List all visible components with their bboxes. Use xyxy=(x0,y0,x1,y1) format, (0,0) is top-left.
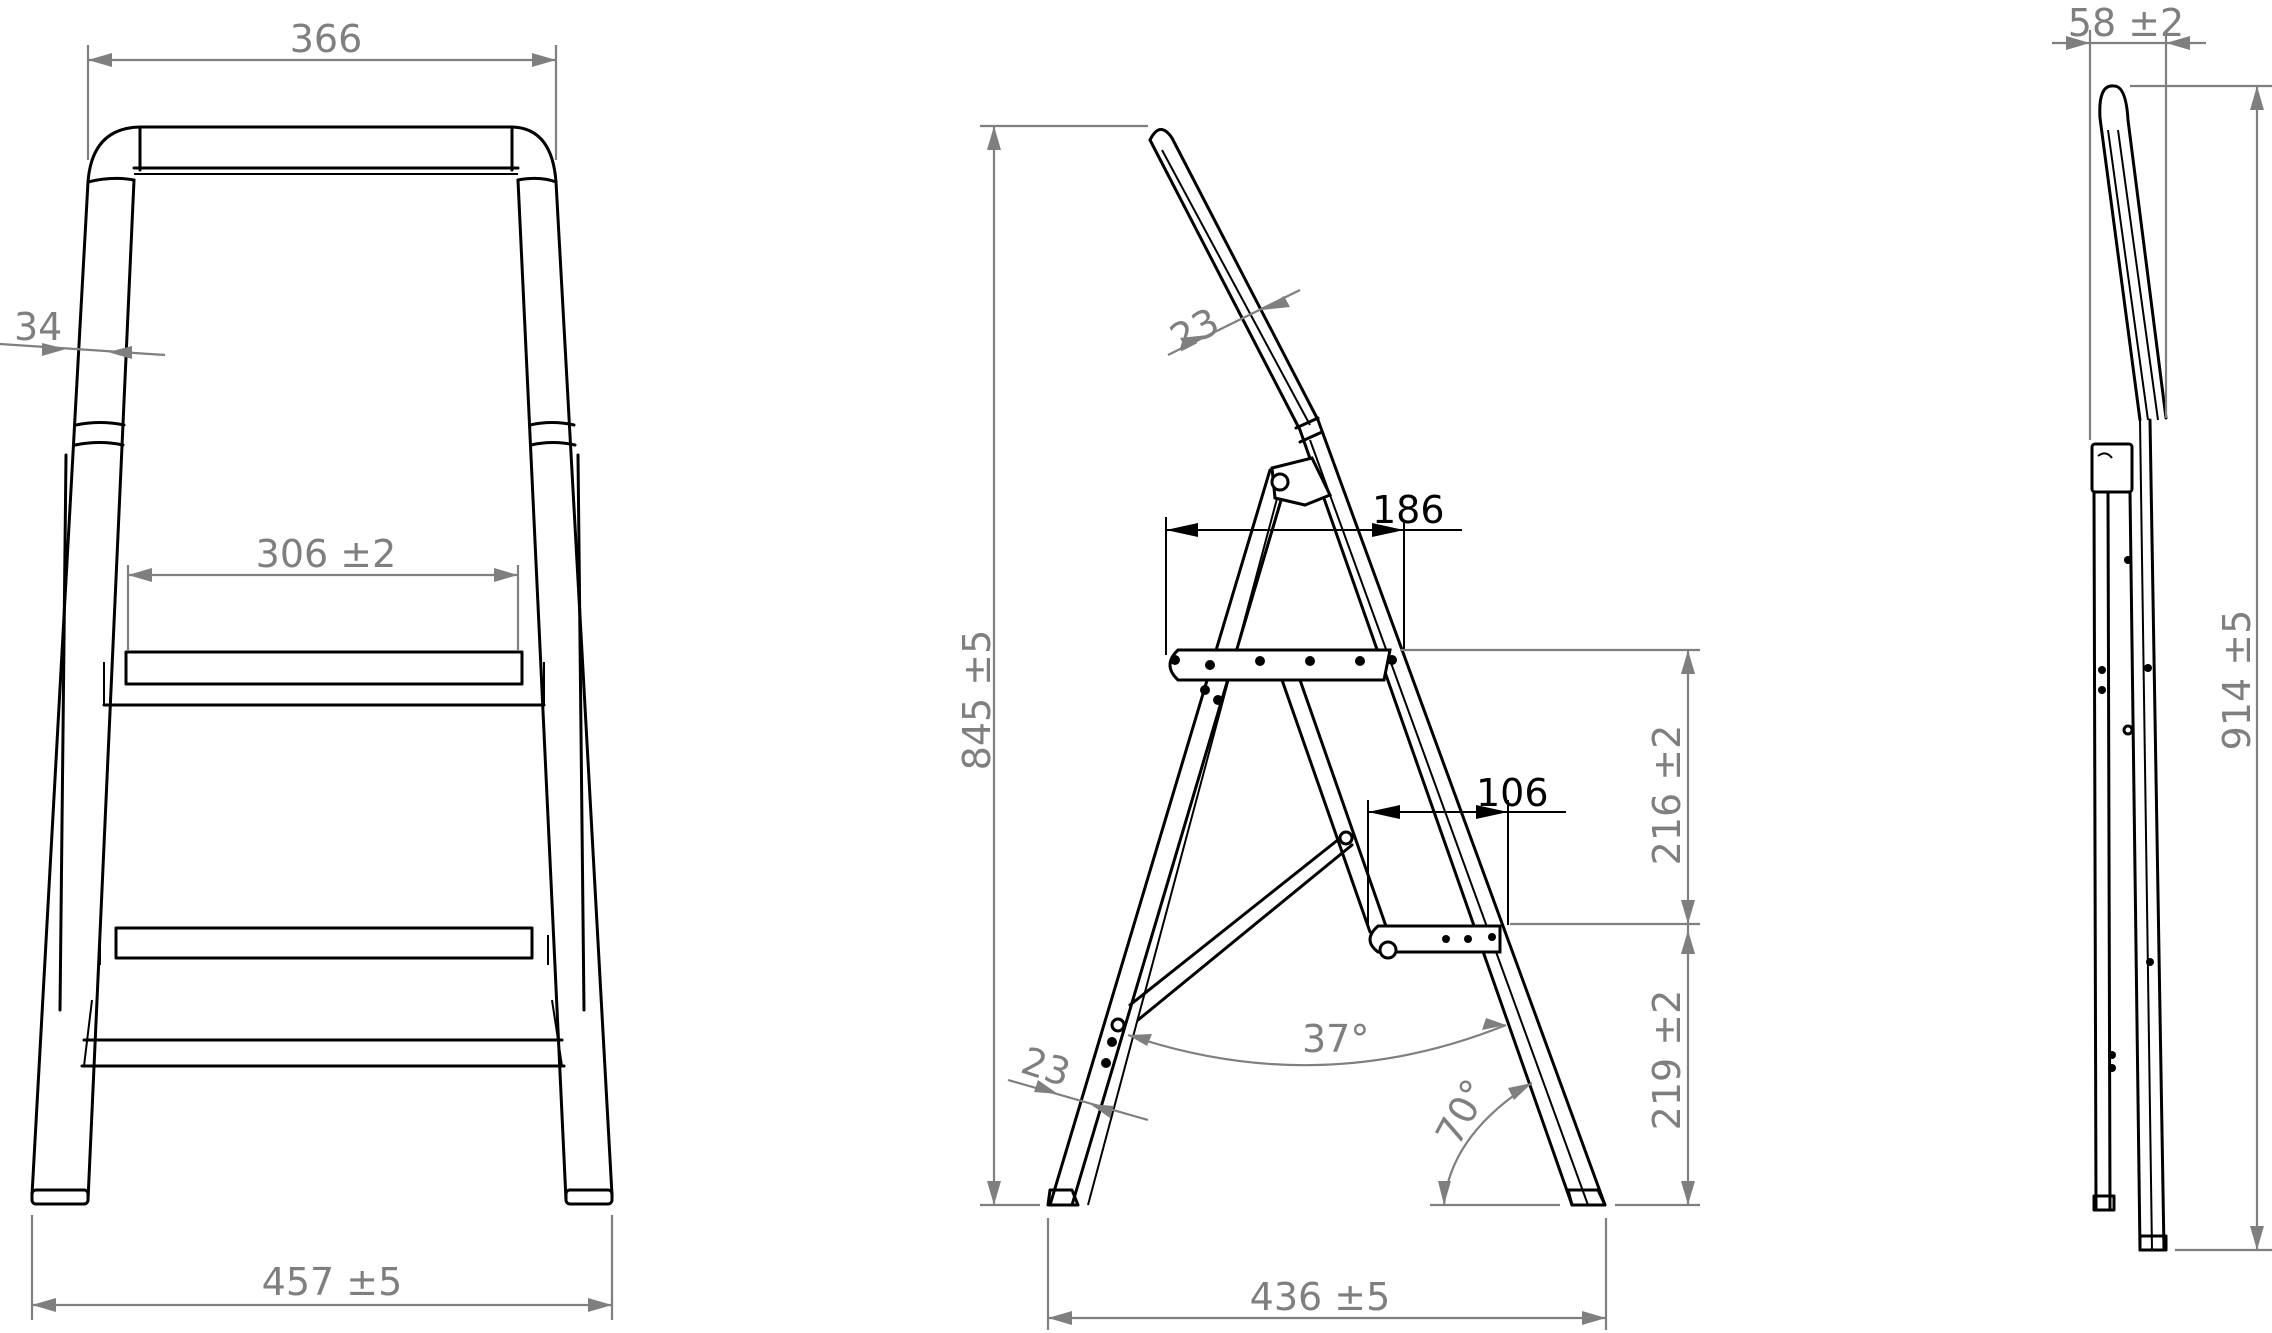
dim-tube-width: 34 xyxy=(0,305,166,359)
dim-label: 58 ±2 xyxy=(2068,1,2184,45)
dim-step-width: 306 ±2 xyxy=(126,532,520,650)
folded-view xyxy=(2090,84,2168,1252)
dim-folded-depth: 58 ±2 xyxy=(2052,1,2206,440)
dim-label: 216 ±2 xyxy=(1645,725,1689,866)
dim-folded-height: 914 ±5 xyxy=(2130,84,2272,1252)
dim-height: 845 ±5 xyxy=(955,124,1148,1207)
dim-footprint: 436 ±5 xyxy=(1046,1218,1608,1330)
dim-label: 366 xyxy=(290,17,363,61)
dim-label: 23 xyxy=(1016,1039,1076,1096)
dim-label: 914 ±5 xyxy=(2215,610,2259,751)
dim-step-depth-top: 186 xyxy=(1165,488,1462,655)
dim-label: 219 ±2 xyxy=(1645,990,1689,1131)
dim-base-width: 457 ±5 xyxy=(30,1215,614,1320)
dim-label: 436 ±5 xyxy=(1250,1275,1391,1319)
dim-label: 106 xyxy=(1476,771,1549,815)
side-view xyxy=(1046,128,1607,1207)
dim-label: 23 xyxy=(1163,299,1226,360)
dim-label: 186 xyxy=(1372,488,1445,532)
front-view xyxy=(30,125,614,1206)
dim-label: 34 xyxy=(14,305,62,349)
dim-label: 306 ±2 xyxy=(256,532,397,576)
dim-label: 845 ±5 xyxy=(955,630,999,771)
dim-upper-rise: 216 ±2 xyxy=(1400,648,1700,926)
dim-label: 37° xyxy=(1302,1017,1369,1061)
dim-lower-rise: 219 ±2 xyxy=(1615,924,1700,1207)
dim-top-width: 366 xyxy=(86,17,558,160)
dim-floor-angle: 70° xyxy=(1427,1072,1560,1207)
dim-step-depth-lower: 106 xyxy=(1367,771,1566,925)
dim-label: 457 ±5 xyxy=(262,1260,403,1304)
dim-leg-angle: 37° xyxy=(1127,1017,1507,1067)
dim-label: 70° xyxy=(1427,1072,1497,1152)
